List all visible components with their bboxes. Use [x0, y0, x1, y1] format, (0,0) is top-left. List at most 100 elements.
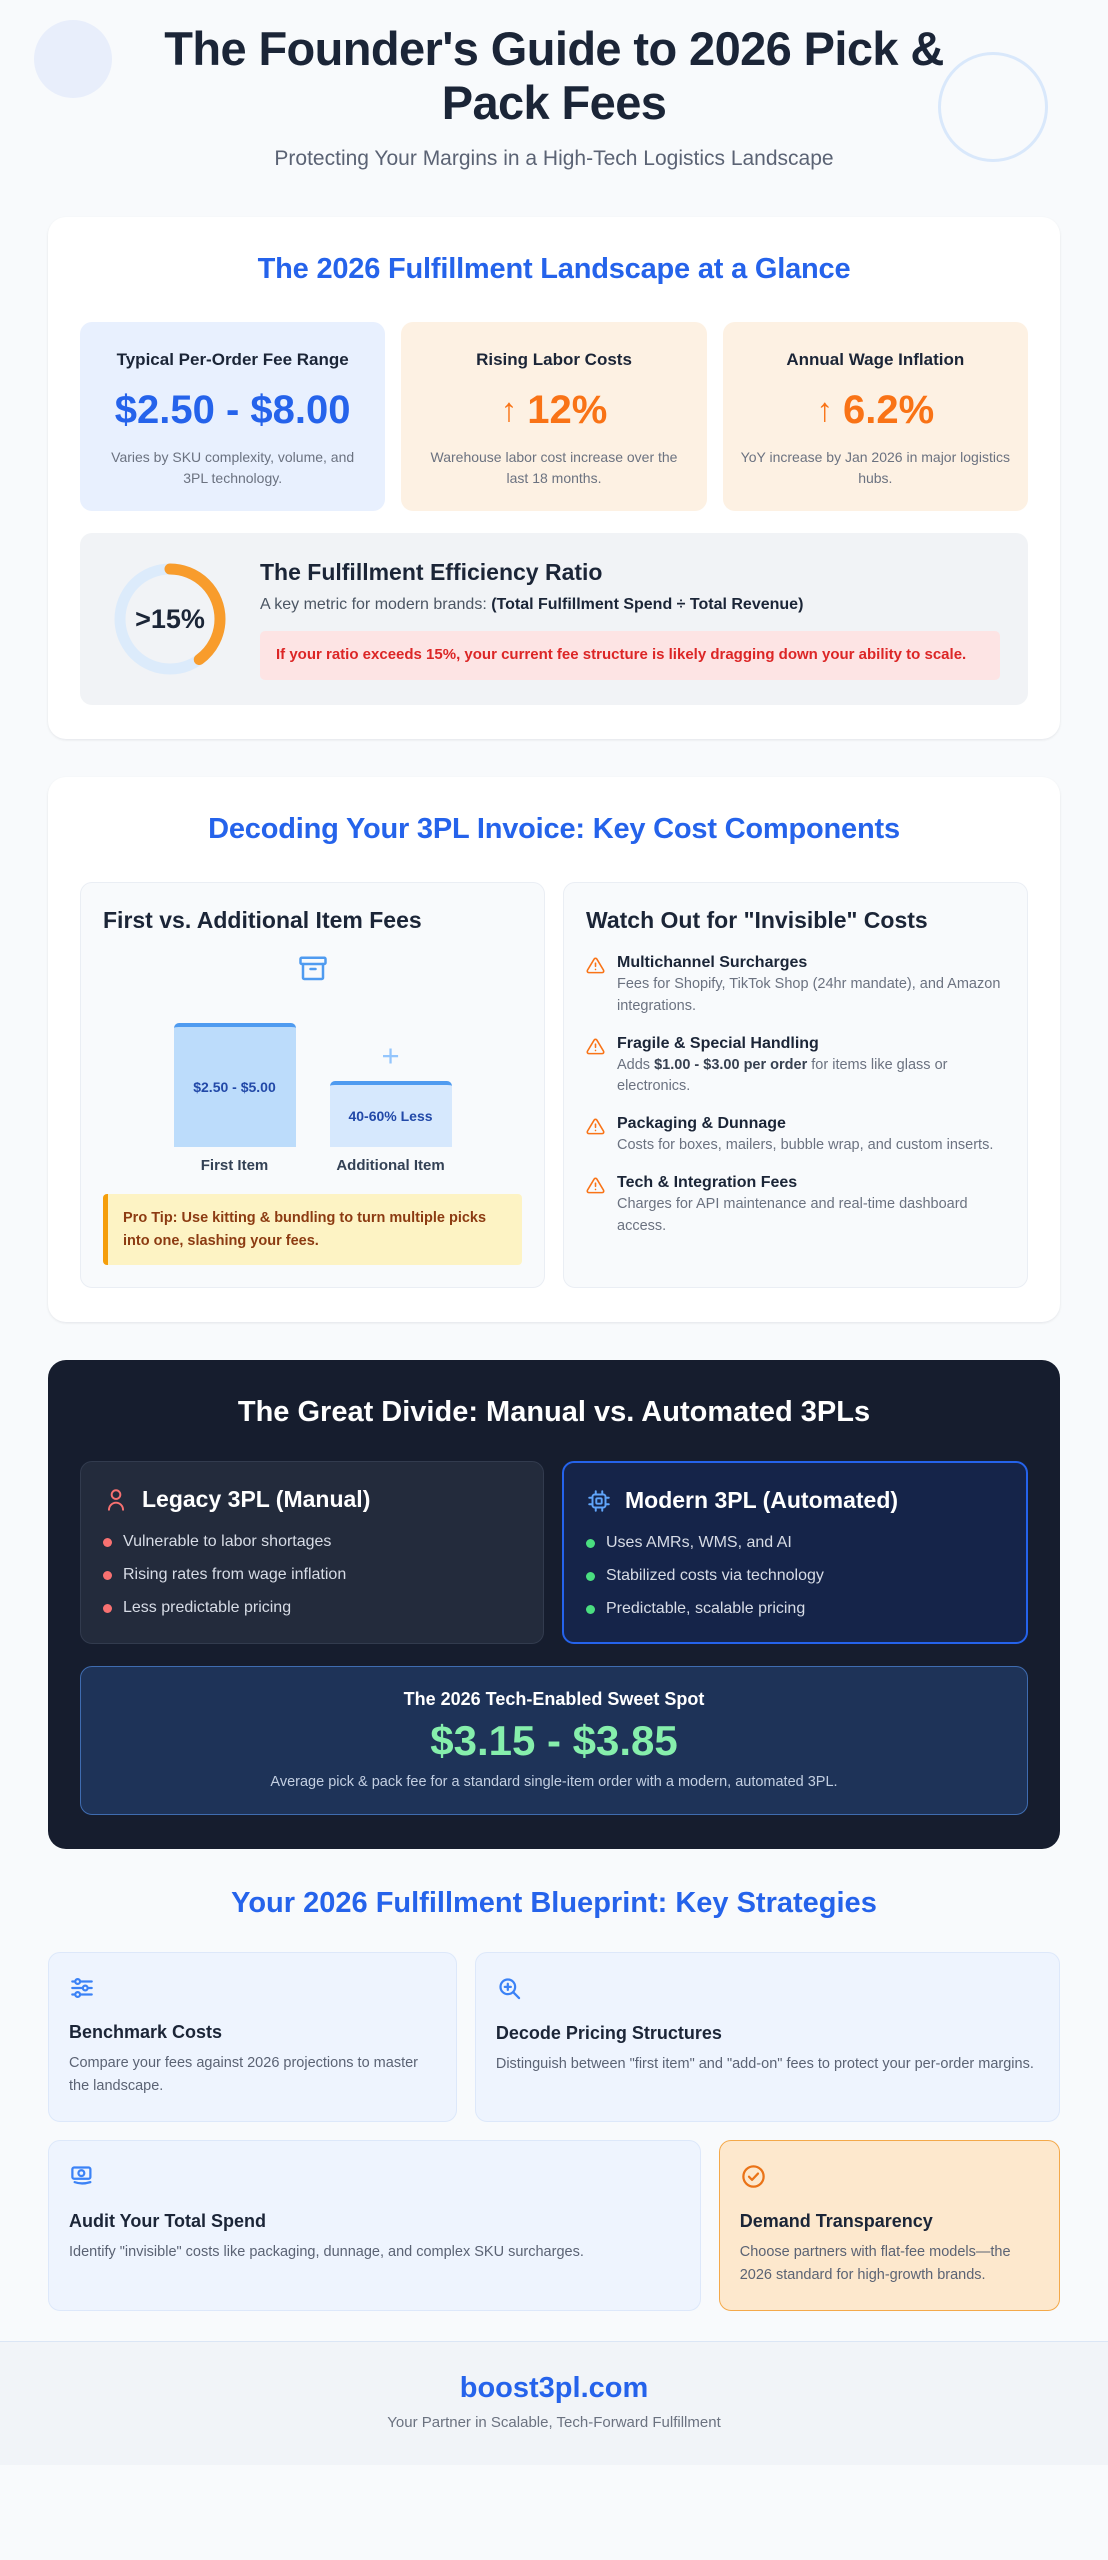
footer-domain-link[interactable]: boost3pl.com [459, 2372, 649, 2405]
pro-tip-callout: Pro Tip: Use kitting & bundling to turn … [103, 1194, 522, 1266]
bullet-dot-icon [586, 1538, 595, 1548]
blueprint-icon-wrap [740, 2163, 1039, 2195]
modern-card-heading: Modern 3PL (Automated) [625, 1487, 899, 1514]
stat-note: Warehouse labor cost increase over the l… [430, 449, 678, 487]
legacy-point-label: Less predictable pricing [123, 1599, 292, 1617]
page-title: The Founder's Guide to 2026 Pick & Pack … [164, 22, 944, 129]
invisible-costs-heading: Watch Out for "Invisible" Costs [586, 907, 928, 934]
blueprint-card-audit-spend: Audit Your Total Spend Identify "invisib… [48, 2140, 701, 2312]
page-footer: boost3pl.com Your Partner in Scalable, T… [0, 2341, 1108, 2466]
bar-value-label: $2.50 - $5.00 [193, 1079, 276, 1096]
stat-card-wage-inflation: Annual Wage Inflation ↑ 6.2% YoY increas… [722, 322, 1028, 512]
modern-points-list: Uses AMRs, WMS, and AI Stabilized costs … [586, 1534, 1004, 1618]
blueprint-card-desc: Choose partners with flat-fee models—the… [739, 2244, 1011, 2283]
stat-value: ↑ 6.2% [741, 387, 1010, 433]
archive-box-icon [298, 956, 327, 981]
legacy-card-header: Legacy 3PL (Manual) [103, 1486, 521, 1513]
cost-item-text: Packaging & Dunnage Costs for boxes, mai… [617, 1115, 993, 1157]
blueprint-section: Your 2026 Fulfillment Blueprint: Key Str… [48, 1887, 1060, 2312]
cost-item-name: Multichannel Surcharges [617, 954, 808, 972]
cost-item-name: Tech & Integration Fees [617, 1173, 798, 1191]
infographic-page: The Founder's Guide to 2026 Pick & Pack … [0, 0, 1108, 2466]
cost-item-text: Fragile & Special Handling Adds $1.00 - … [617, 1035, 1005, 1099]
list-item: Rising rates from wage inflation [103, 1566, 521, 1584]
bullet-dot-icon [586, 1604, 595, 1614]
list-item: Packaging & Dunnage Costs for boxes, mai… [586, 1115, 1005, 1157]
cost-item-desc: Fees for Shopify, TikTok Shop (24hr mand… [617, 976, 1001, 1014]
blueprint-card-desc: Distinguish between "first item" and "ad… [495, 2056, 1034, 2073]
efficiency-ratio-panel: >15% The Fulfillment Efficiency Ratio A … [80, 533, 1028, 706]
blueprint-icon-wrap [69, 1975, 436, 2006]
list-item: Vulnerable to labor shortages [103, 1533, 521, 1551]
efficiency-ratio-warning: If your ratio exceeds 15%, your current … [260, 631, 1000, 680]
ratio-desc-lead: A key metric for modern brands: [260, 595, 492, 613]
legacy-points-list: Vulnerable to labor shortages Rising rat… [103, 1533, 521, 1617]
bullet-dot-icon [103, 1603, 112, 1613]
page-header: The Founder's Guide to 2026 Pick & Pack … [0, 0, 1108, 217]
cost-desc-post: for items like glass or electronics. [617, 1056, 948, 1095]
stat-note: Varies by SKU complexity, volume, and 3P… [111, 449, 355, 487]
stat-value-number: 6.2% [842, 387, 935, 432]
cpu-chip-icon [588, 1489, 610, 1512]
cost-item-desc: Adds $1.00 - $3.00 per order for items l… [617, 1055, 1005, 1099]
invoice-columns: First vs. Additional Item Fees $2.50 - $… [80, 882, 1028, 1289]
landscape-section: The 2026 Fulfillment Landscape at a Glan… [48, 217, 1060, 740]
warning-triangle-icon [586, 1176, 606, 1238]
efficiency-ratio-body: The Fulfillment Efficiency Ratio A key m… [260, 559, 1000, 680]
invisible-costs-card: Watch Out for "Invisible" Costs Multicha… [563, 882, 1028, 1289]
list-item: Multichannel Surcharges Fees for Shopify… [586, 954, 1005, 1018]
blueprint-card-name: Audit Your Total Spend [69, 2211, 266, 2232]
modern-point-label: Uses AMRs, WMS, and AI [606, 1534, 792, 1552]
item-fees-card: First vs. Additional Item Fees $2.50 - $… [80, 882, 545, 1289]
stat-value: $2.50 - $8.00 [114, 387, 351, 432]
decorative-circle-ring-icon [938, 52, 1048, 162]
legacy-point-label: Rising rates from wage inflation [123, 1566, 347, 1584]
bullet-dot-icon [103, 1570, 112, 1580]
warning-triangle-icon [586, 1117, 606, 1157]
blueprint-row-1: Benchmark Costs Compare your fees agains… [48, 1952, 1060, 2123]
blueprint-card-desc: Compare your fees against 2026 projectio… [69, 2055, 418, 2094]
list-item: Tech & Integration Fees Charges for API … [586, 1174, 1005, 1238]
blueprint-card-desc: Identify "invisible" costs like packagin… [69, 2244, 584, 2261]
list-item: Less predictable pricing [103, 1599, 521, 1617]
stat-label: Annual Wage Inflation [786, 350, 965, 370]
blueprint-card-name: Demand Transparency [739, 2211, 933, 2232]
modern-point-label: Predictable, scalable pricing [606, 1600, 806, 1618]
arrow-up-icon: ↑ [816, 391, 833, 429]
blueprint-card-decode-pricing: Decode Pricing Structures Distinguish be… [474, 1952, 1060, 2123]
sweet-spot-label: The 2026 Tech-Enabled Sweet Spot [403, 1689, 705, 1710]
arrow-up-icon: ↑ [500, 391, 518, 429]
decorative-circle-filled-icon [34, 20, 112, 98]
blueprint-icon-wrap [69, 2163, 680, 2195]
plus-icon: + [381, 1038, 400, 1074]
invisible-costs-list: Multichannel Surcharges Fees for Shopify… [586, 954, 1005, 1237]
blueprint-card-demand-transparency: Demand Transparency Choose partners with… [718, 2140, 1060, 2312]
modern-3pl-card: Modern 3PL (Automated) Uses AMRs, WMS, a… [562, 1461, 1028, 1645]
sweet-spot-panel: The 2026 Tech-Enabled Sweet Spot $3.15 -… [80, 1666, 1028, 1816]
bar-additional-item: 40-60% Less [329, 1081, 452, 1148]
bar-first-item: $2.50 - $5.00 [173, 1023, 296, 1148]
item-fees-heading: First vs. Additional Item Fees [103, 907, 422, 934]
bar-chart-axis-labels: First Item Additional Item [103, 1157, 522, 1174]
bar-value-label: 40-60% Less [348, 1108, 433, 1125]
stat-note: YoY increase by Jan 2026 in major logist… [740, 449, 1010, 487]
item-fees-bar-chart: $2.50 - $5.00 + 40-60% Less [103, 997, 522, 1148]
warning-triangle-icon [586, 1037, 606, 1099]
cost-item-text: Multichannel Surcharges Fees for Shopify… [617, 954, 1005, 1018]
stat-value: ↑ 12% [419, 387, 688, 433]
stat-card-row: Typical Per-Order Fee Range $2.50 - $8.0… [80, 322, 1028, 512]
invoice-section: Decoding Your 3PL Invoice: Key Cost Comp… [48, 777, 1060, 1323]
warning-triangle-icon [586, 956, 606, 1018]
blueprint-card-name: Benchmark Costs [69, 2022, 223, 2043]
great-divide-columns: Legacy 3PL (Manual) Vulnerable to labor … [80, 1461, 1028, 1645]
blueprint-section-title: Your 2026 Fulfillment Blueprint: Key Str… [231, 1887, 877, 1920]
list-item: Uses AMRs, WMS, and AI [586, 1534, 1004, 1552]
axis-label-first-item: First Item [200, 1157, 269, 1175]
landscape-section-title: The 2026 Fulfillment Landscape at a Glan… [257, 253, 851, 286]
bullet-dot-icon [586, 1571, 595, 1581]
legacy-3pl-card: Legacy 3PL (Manual) Vulnerable to labor … [80, 1461, 544, 1645]
stat-card-fee-range: Typical Per-Order Fee Range $2.50 - $8.0… [80, 322, 386, 512]
legacy-card-heading: Legacy 3PL (Manual) [142, 1486, 371, 1513]
check-circle-icon [741, 2165, 765, 2188]
blueprint-card-name: Decode Pricing Structures [495, 2023, 722, 2044]
